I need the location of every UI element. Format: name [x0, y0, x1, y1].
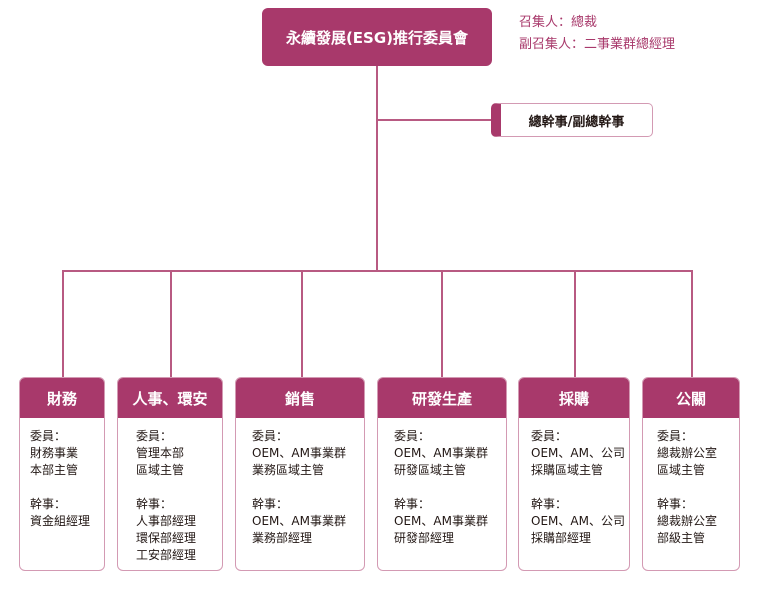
secretaries-label: 幹事：	[531, 497, 568, 511]
drop-line-rd-production	[441, 270, 443, 378]
secretary-line: OEM、AM、公司	[531, 514, 625, 528]
secretary-line: 人事部經理	[136, 514, 197, 528]
member-line: OEM、AM事業群	[394, 446, 488, 460]
secretaries-block: 幹事： 總裁辦公室 部級主管	[657, 496, 739, 547]
secretary-line: 採購部經理	[531, 531, 592, 545]
secretary-line: 研發部經理	[394, 531, 455, 545]
secretary-line: OEM、AM事業群	[252, 514, 346, 528]
dept-finance: 財務 委員： 財務事業 本部主管 幹事： 資金組經理	[19, 377, 105, 571]
drop-line-hr-ehs	[170, 270, 172, 378]
member-line: OEM、AM、公司	[531, 446, 625, 460]
secretary-general-box: 總幹事/副總幹事	[491, 103, 653, 137]
members-block: 委員： 總裁辦公室 區域主管	[657, 428, 739, 479]
conveners-note: 召集人：總裁 副召集人：二事業群總經理	[519, 12, 675, 56]
member-line: 財務事業	[30, 446, 79, 460]
secretaries-block: 幹事： OEM、AM、公司 採購部經理	[531, 496, 629, 547]
dept-hr-ehs: 人事、環安 委員： 管理本部 區域主管 幹事： 人事部經理 環保部經理 工安部經…	[117, 377, 223, 571]
secretaries-label: 幹事：	[252, 497, 289, 511]
department-bus-line	[62, 270, 693, 272]
secretary-line: OEM、AM事業群	[394, 514, 488, 528]
deputy-convener-text: 副召集人：二事業群總經理	[519, 37, 676, 52]
convener-text: 召集人：總裁	[519, 15, 598, 30]
members-label: 委員：	[136, 429, 173, 443]
drop-line-finance	[62, 270, 64, 378]
secretary-line: 環保部經理	[136, 531, 197, 545]
committee-box: 永續發展(ESG)推行委員會	[262, 8, 492, 66]
drop-line-procurement	[574, 270, 576, 378]
dept-pr: 公關 委員： 總裁辦公室 區域主管 幹事： 總裁辦公室 部級主管	[642, 377, 740, 571]
member-line: 管理本部	[136, 446, 185, 460]
dept-title: 公關	[643, 378, 739, 418]
secretaries-block: 幹事： OEM、AM事業群 研發部經理	[394, 496, 506, 547]
secretaries-block: 幹事： OEM、AM事業群 業務部經理	[252, 496, 364, 547]
secretaries-block: 幹事： 人事部經理 環保部經理 工安部經理	[136, 496, 222, 564]
secretaries-label: 幹事：	[136, 497, 173, 511]
secretaries-block: 幹事： 資金組經理	[30, 496, 104, 530]
members-label: 委員：	[30, 429, 67, 443]
members-block: 委員： OEM、AM事業群 業務區域主管	[252, 428, 364, 479]
dept-title: 採購	[519, 378, 629, 418]
members-block: 委員： OEM、AM、公司 採購區域主管	[531, 428, 629, 479]
member-line: 業務區域主管	[252, 463, 325, 477]
trunk-line	[376, 66, 378, 272]
secretary-general-label: 總幹事/副總幹事	[528, 114, 625, 130]
secretary-line: 業務部經理	[252, 531, 313, 545]
member-line: OEM、AM事業群	[252, 446, 346, 460]
member-line: 區域主管	[136, 463, 185, 477]
member-line: 本部主管	[30, 463, 79, 477]
dept-title: 人事、環安	[118, 378, 222, 418]
dept-rd-production: 研發生產 委員： OEM、AM事業群 研發區域主管 幹事： OEM、AM事業群 …	[377, 377, 507, 571]
member-line: 採購區域主管	[531, 463, 604, 477]
dept-title: 研發生產	[378, 378, 506, 418]
members-block: 委員： 管理本部 區域主管	[136, 428, 222, 479]
secretary-line: 工安部經理	[136, 548, 197, 562]
secretaries-label: 幹事：	[394, 497, 431, 511]
secretaries-label: 幹事：	[657, 497, 694, 511]
dept-title: 銷售	[236, 378, 364, 418]
member-line: 總裁辦公室	[657, 446, 718, 460]
secretary-line: 總裁辦公室	[657, 514, 718, 528]
drop-line-pr	[691, 270, 693, 378]
members-label: 委員：	[657, 429, 694, 443]
secretary-line: 資金組經理	[30, 514, 91, 528]
dept-title: 財務	[20, 378, 104, 418]
secretaries-label: 幹事：	[30, 497, 67, 511]
members-block: 委員： 財務事業 本部主管	[30, 428, 104, 479]
committee-title: 永續發展(ESG)推行委員會	[285, 28, 469, 47]
members-block: 委員： OEM、AM事業群 研發區域主管	[394, 428, 506, 479]
member-line: 區域主管	[657, 463, 706, 477]
member-line: 研發區域主管	[394, 463, 467, 477]
secretary-branch-line	[377, 119, 492, 121]
members-label: 委員：	[531, 429, 568, 443]
secretary-line: 部級主管	[657, 531, 706, 545]
dept-sales: 銷售 委員： OEM、AM事業群 業務區域主管 幹事： OEM、AM事業群 業務…	[235, 377, 365, 571]
dept-procurement: 採購 委員： OEM、AM、公司 採購區域主管 幹事： OEM、AM、公司 採購…	[518, 377, 630, 571]
drop-line-sales	[301, 270, 303, 378]
members-label: 委員：	[252, 429, 289, 443]
members-label: 委員：	[394, 429, 431, 443]
